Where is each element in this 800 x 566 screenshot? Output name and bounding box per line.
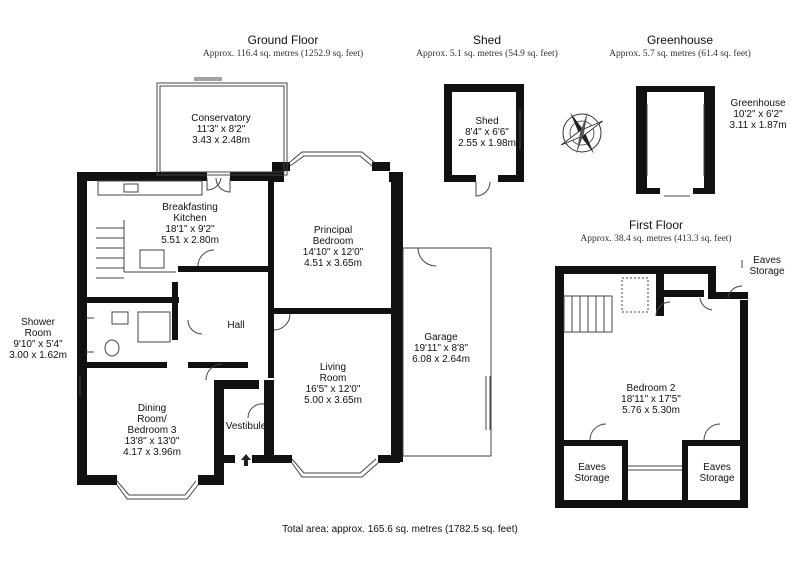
room-metric: 4.51 x 3.65m [304, 258, 362, 269]
room-metric: 3.11 x 1.87m [729, 120, 787, 131]
room-name-line2: Storage [749, 266, 785, 277]
room-name: Hall [227, 320, 245, 331]
room-name-line1: Dining [137, 403, 167, 414]
compass-rose-icon [560, 111, 604, 155]
room-imperial: 8'4" x 6'6" [465, 127, 509, 138]
room-label-vestibule: Vestibule [226, 421, 267, 432]
total-area: Total area: approx. 165.6 sq. metres (17… [282, 524, 518, 535]
room-name: Garage [424, 332, 458, 343]
room-metric: 6.08 x 2.64m [412, 354, 470, 365]
room-label-garage: Garage 19'11" x 8'8" 6.08 x 2.64m [412, 332, 470, 365]
room-metric: 5.51 x 2.80m [161, 235, 219, 246]
entrance-arrow-icon [241, 454, 251, 466]
room-name-line1: Eaves [703, 462, 731, 473]
room-imperial: 14'10" x 12'0" [302, 247, 364, 258]
room-name-line2: Room/ [137, 414, 167, 425]
room-label-hall: Hall [227, 320, 244, 331]
room-name-line2: Storage [699, 473, 735, 484]
shed-title: Shed [472, 33, 502, 47]
room-imperial: 18'1" x 9'2" [165, 224, 215, 235]
shed-header: Shed Approx. 5.1 sq. metres (54.9 sq. fe… [416, 33, 558, 59]
room-name-line1: Living [319, 362, 347, 373]
ground-floor-header: Ground Floor Approx. 116.4 sq. metres (1… [203, 33, 363, 59]
room-name-line1: Principal [313, 225, 353, 236]
room-imperial: 18'11" x 17'5" [621, 394, 681, 405]
room-metric: 4.17 x 3.96m [123, 447, 181, 458]
room-name: Bedroom 2 [626, 383, 676, 394]
ground-floor-area: Approx. 116.4 sq. metres (1252.9 sq. fee… [202, 49, 364, 59]
room-name-line1: Eaves [753, 255, 781, 266]
room-metric: 2.55 x 1.98m [458, 138, 516, 149]
room-name-line2: Room [24, 328, 52, 339]
room-name-line2: Room [319, 373, 347, 384]
room-imperial: 9'10" x 5'4" [13, 339, 63, 350]
room-name: Conservatory [191, 113, 251, 124]
shed-area: Approx. 5.1 sq. metres (54.9 sq. feet) [416, 49, 558, 59]
room-name-line3: Bedroom 3 [127, 425, 177, 436]
first-floor-header: First Floor Approx. 38.4 sq. metres (413… [580, 218, 731, 244]
room-imperial: 13'8" x 13'0" [124, 436, 180, 447]
room-name: Greenhouse [730, 98, 786, 109]
first-floor-area: Approx. 38.4 sq. metres (413.3 sq. feet) [580, 234, 732, 244]
room-metric: 3.43 x 2.48m [192, 135, 250, 146]
room-label-conservatory: Conservatory 11'3" x 8'2" 3.43 x 2.48m [191, 113, 250, 146]
room-label-shower-room: Shower Room 9'10" x 5'4" 3.00 x 1.62m [9, 317, 67, 361]
room-imperial: 16'5" x 12'0" [305, 384, 361, 395]
room-metric: 5.76 x 5.30m [622, 405, 680, 416]
thick-walls [77, 84, 748, 508]
room-name: Vestibule [225, 421, 267, 432]
room-label-principal-bedroom: Principal Bedroom 14'10" x 12'0" 4.51 x … [303, 225, 363, 269]
room-metric: 3.00 x 1.62m [9, 350, 67, 361]
greenhouse-title: Greenhouse [646, 33, 714, 47]
room-name-line2: Kitchen [173, 213, 207, 224]
room-name-line1: Eaves [578, 462, 606, 473]
room-label-greenhouse: Greenhouse 10'2" x 6'2" 3.11 x 1.87m [729, 98, 786, 131]
greenhouse-area: Approx. 5.7 sq. metres (61.4 sq. feet) [609, 49, 751, 59]
room-label-shed: Shed 8'4" x 6'6" 2.55 x 1.98m [458, 116, 516, 149]
room-name-line1: Shower [21, 317, 55, 328]
room-label-breakfasting-kitchen: Breakfasting Kitchen 18'1" x 9'2" 5.51 x… [161, 202, 219, 246]
room-label-eaves-storage-left: Eaves Storage [574, 462, 609, 484]
room-metric: 5.00 x 3.65m [304, 395, 362, 406]
first-floor-title: First Floor [629, 218, 683, 232]
room-name-line2: Storage [574, 473, 610, 484]
greenhouse-header: Greenhouse Approx. 5.7 sq. metres (61.4 … [609, 33, 751, 59]
room-imperial: 19'11" x 8'8" [413, 343, 469, 354]
room-imperial: 11'3" x 8'2" [196, 124, 246, 135]
room-label-living-room: Living Room 16'5" x 12'0" 5.00 x 3.65m [304, 362, 362, 406]
room-label-dining-room: Dining Room/ Bedroom 3 13'8" x 13'0" 4.1… [123, 403, 181, 458]
room-name-line1: Breakfasting [162, 202, 218, 213]
room-label-eaves-storage-top: Eaves Storage [749, 255, 784, 277]
room-name: Shed [475, 116, 499, 127]
room-label-eaves-storage-right: Eaves Storage [699, 462, 734, 484]
ground-floor-title: Ground Floor [247, 33, 319, 47]
room-label-bedroom-2: Bedroom 2 18'11" x 17'5" 5.76 x 5.30m [621, 383, 681, 416]
room-name-line2: Bedroom [312, 236, 354, 247]
room-imperial: 10'2" x 6'2" [733, 109, 783, 120]
thin-lines [79, 77, 743, 500]
